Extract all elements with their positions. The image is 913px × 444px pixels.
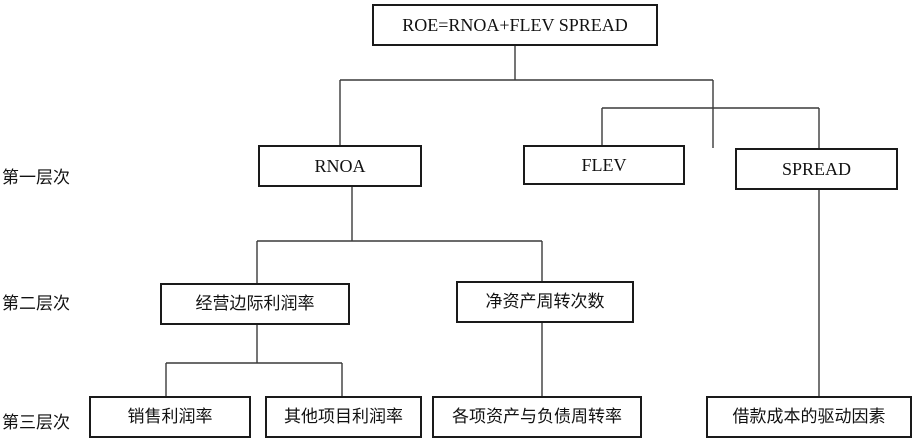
node-roe-formula: ROE=RNOA+FLEV SPREAD [372, 4, 658, 46]
node-other-items-margin: 其他项目利润率 [265, 396, 422, 438]
node-operating-margin: 经营边际利润率 [160, 283, 350, 325]
node-rnoa: RNOA [258, 145, 422, 187]
node-flev: FLEV [523, 145, 685, 185]
level-label-first: 第一层次 [2, 168, 70, 188]
level-label-third: 第三层次 [2, 413, 70, 433]
node-spread: SPREAD [735, 148, 898, 190]
level-label-second: 第二层次 [2, 294, 70, 314]
node-sales-margin: 销售利润率 [89, 396, 251, 438]
node-asset-liability-turnover: 各项资产与负债周转率 [432, 396, 642, 438]
node-borrowing-cost-drivers: 借款成本的驱动因素 [706, 396, 912, 438]
node-asset-turnover: 净资产周转次数 [456, 281, 634, 323]
